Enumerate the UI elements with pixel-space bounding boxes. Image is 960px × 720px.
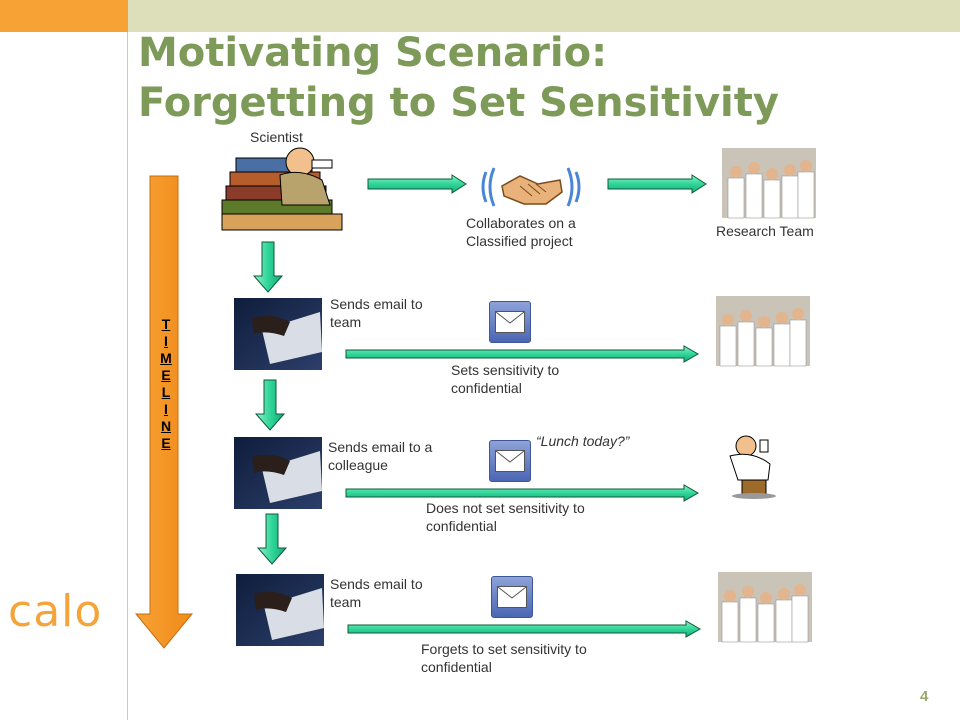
scientist-illustration <box>218 145 348 245</box>
title-line-1: Motivating Scenario: <box>138 30 608 76</box>
down-arrow-1 <box>252 241 284 293</box>
keyboard-photo-3 <box>236 574 324 646</box>
header-orange-block <box>0 0 128 32</box>
keyboard-photo-1 <box>234 298 322 370</box>
research-team-label: Research Team <box>716 223 814 239</box>
handshake-icon <box>481 167 581 207</box>
top-arrow-2 <box>607 174 707 194</box>
research-team-photo-1 <box>722 148 816 219</box>
step-arrow-2 <box>345 484 700 502</box>
email-icon <box>491 576 533 618</box>
step-arrow-1 <box>345 345 700 363</box>
research-team-photo-3 <box>718 572 812 643</box>
slide-title: Motivating Scenario: Forgetting to Set S… <box>138 28 938 128</box>
timeline-label: T I M E L I N E <box>160 316 172 451</box>
calo-logo: calo <box>8 586 103 637</box>
step-1-result: Sets sensitivity to confidential <box>451 362 560 396</box>
collaborates-label: Collaborates on a Classified project <box>466 215 576 249</box>
step-arrow-3 <box>347 620 702 638</box>
scientist-label: Scientist <box>250 129 303 145</box>
research-team-photo-2 <box>716 296 810 367</box>
step-3-action: Sends email to team <box>330 576 423 610</box>
page-number: 4 <box>920 688 929 705</box>
step-2-result: Does not set sensitivity to confidential <box>426 500 585 534</box>
timeline-arrow <box>134 175 194 649</box>
title-line-2: Forgetting to Set Sensitivity <box>138 80 779 126</box>
step-3-result: Forgets to set sensitivity to confidenti… <box>421 641 587 675</box>
email-icon <box>489 440 531 482</box>
step-2-action: Sends email to a colleague <box>328 439 433 473</box>
step-2-quote: “Lunch today?” <box>536 433 630 449</box>
down-arrow-2 <box>254 379 286 431</box>
top-arrow-1 <box>367 174 467 194</box>
keyboard-photo-2 <box>234 437 322 509</box>
header-band <box>128 0 960 32</box>
down-arrow-3 <box>256 513 288 565</box>
step-1-action: Sends email to team <box>330 296 423 330</box>
colleague-cartoon <box>729 435 776 499</box>
left-divider <box>127 32 128 720</box>
email-icon <box>489 301 531 343</box>
